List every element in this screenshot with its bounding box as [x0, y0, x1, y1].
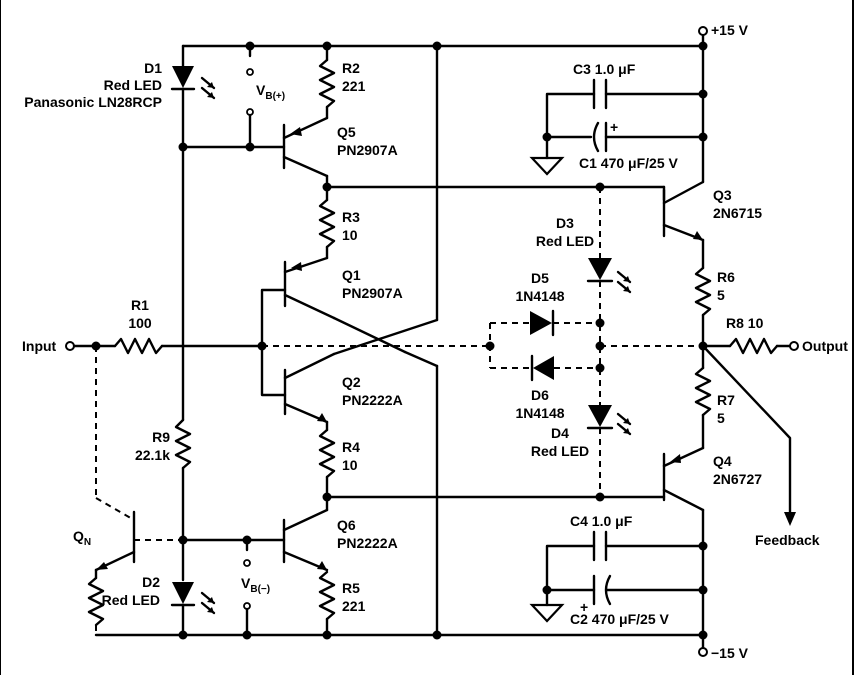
d4-ref: D4	[551, 425, 569, 441]
r5-value: 221	[342, 598, 366, 614]
q4-ref: Q4	[713, 453, 732, 469]
d6-part: 1N4148	[515, 405, 564, 421]
bottom-capacitors: +	[529, 530, 705, 623]
r9-resistor	[174, 418, 192, 470]
d2-led-symbol	[172, 582, 194, 604]
r3-resistor	[318, 198, 336, 249]
r7-value: 5	[717, 410, 725, 426]
r6-ref: R6	[717, 269, 735, 285]
d2-type: Red LED	[102, 592, 160, 608]
q6-stage	[181, 495, 336, 637]
positive-supply-terminal: +15 V	[698, 22, 749, 48]
q4-part: 2N6727	[713, 471, 762, 487]
d6-diode-symbol	[533, 356, 554, 380]
vb-pos-label: VB(+)	[256, 82, 285, 102]
r5-resistor	[318, 570, 336, 621]
d1-type: Red LED	[104, 77, 162, 93]
q6-ref: Q6	[337, 517, 356, 533]
c1-polarity: +	[610, 119, 618, 135]
junction-dots	[91, 41, 708, 640]
input-network	[65, 337, 490, 521]
r1-resistor	[113, 337, 164, 355]
d6-ref: D6	[531, 387, 549, 403]
d1-part: Panasonic LN28RCP	[24, 94, 162, 110]
d2-ref: D2	[142, 574, 160, 590]
c2-polarity: +	[580, 599, 588, 615]
r9-ref: R9	[152, 429, 170, 445]
negative-supply-terminal: −15 V	[698, 633, 749, 661]
r4-value: 10	[342, 457, 358, 473]
q3-stage	[325, 44, 712, 348]
r1-ref: R1	[131, 297, 149, 313]
qn-transistor	[87, 510, 183, 636]
r9-value: 22.1k	[135, 447, 170, 463]
r1-value: 100	[128, 315, 152, 331]
r8-resistor	[728, 337, 779, 355]
driver-stack	[260, 185, 439, 499]
q4-emitter-arrow	[670, 454, 681, 463]
r2-ref: R2	[342, 60, 360, 76]
d3-ref: D3	[556, 215, 574, 231]
top-capacitors: +	[529, 78, 705, 176]
d5-diode-symbol	[530, 311, 552, 335]
r4-ref: R4	[342, 439, 360, 455]
q4-stage	[325, 344, 712, 637]
negative-supply-label: −15 V	[711, 645, 749, 661]
d4-type: Red LED	[531, 443, 589, 459]
q6-part: PN2222A	[337, 535, 398, 551]
r3-value: 10	[342, 227, 358, 243]
r7-ref: R7	[717, 392, 735, 408]
c1-label: C1 470 μF/25 V	[579, 155, 679, 171]
r6-resistor	[694, 266, 712, 317]
d3-led-symbol	[588, 258, 612, 280]
q1-ref: Q1	[342, 267, 361, 283]
feedback-arrow	[784, 512, 796, 526]
vb-neg-label: VB(−)	[241, 575, 270, 595]
q3-ref: Q3	[713, 187, 732, 203]
d5-part: 1N4148	[515, 288, 564, 304]
q5-emitter-arrow	[290, 127, 302, 136]
left-bias-string	[170, 44, 216, 637]
r4-resistor	[318, 428, 336, 479]
positive-supply-label: +15 V	[711, 22, 749, 38]
q2-ref: Q2	[342, 374, 361, 390]
r2-resistor	[318, 58, 336, 109]
d1-led-symbol	[172, 66, 194, 88]
q3-part: 2N6715	[713, 205, 762, 221]
center-diode-network	[489, 187, 703, 497]
q6-emitter-arrow	[317, 561, 327, 570]
c4-label: C4 1.0 μF	[570, 513, 633, 529]
r5-ref: R5	[342, 580, 360, 596]
r6-value: 5	[717, 287, 725, 303]
r2-value: 221	[342, 78, 366, 94]
d5-ref: D5	[531, 270, 549, 286]
q3-emitter-arrow	[693, 231, 703, 240]
r8-ref: R8 10	[726, 315, 764, 331]
d4-led-symbol	[588, 405, 612, 427]
output-label: Output	[802, 338, 848, 354]
c3-label: C3 1.0 μF	[573, 61, 636, 77]
feedback-label: Feedback	[755, 532, 820, 548]
output-terminal	[789, 341, 799, 351]
q2-part: PN2222A	[342, 392, 403, 408]
c2-label: C2 470 μF/25 V	[570, 611, 670, 627]
output-network	[701, 337, 799, 526]
q5-part: PN2907A	[337, 142, 398, 158]
q1-part: PN2907A	[342, 285, 403, 301]
r3-ref: R3	[342, 209, 360, 225]
q2-emitter-arrow	[317, 413, 327, 422]
r7-resistor	[694, 366, 712, 417]
input-label: Input	[22, 338, 57, 354]
qn-label: QN	[73, 528, 91, 548]
d1-ref: D1	[144, 60, 162, 76]
q5-ref: Q5	[337, 124, 356, 140]
q5-stage	[181, 44, 336, 189]
d3-type: Red LED	[536, 233, 594, 249]
